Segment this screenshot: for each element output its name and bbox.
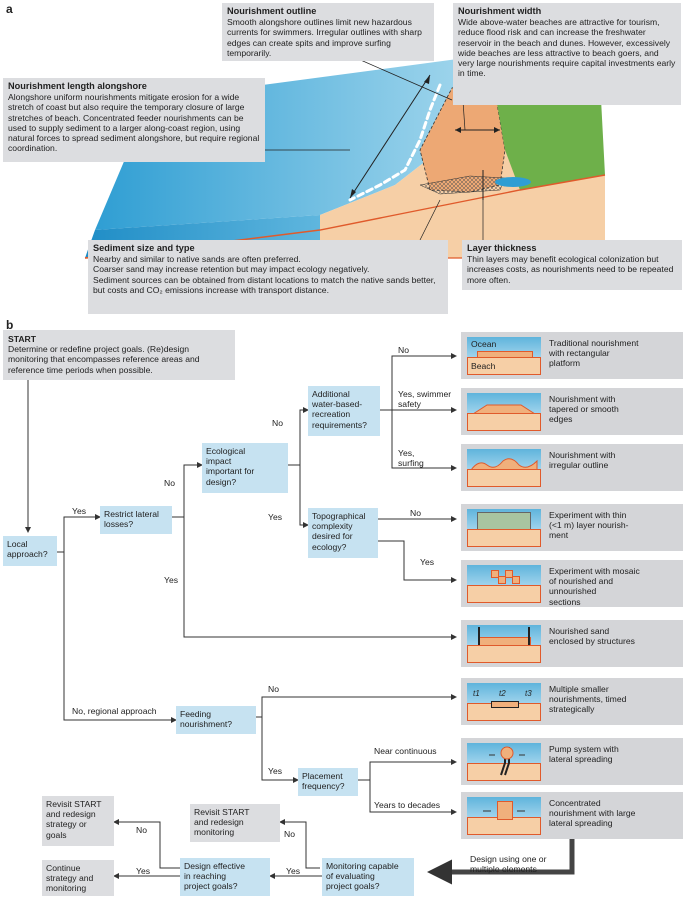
edge-label: Yes [72, 506, 87, 516]
thumb-irregular [467, 449, 541, 487]
thumb-pump [467, 743, 541, 781]
edge-label: Yes [136, 866, 151, 876]
outcome-irregular: Nourishment with irregular outline [461, 444, 683, 491]
design-feedback-arrow [427, 838, 575, 885]
thumb-ocean-label: Ocean [471, 339, 497, 349]
edge-label: No [284, 829, 295, 839]
callout-title: Nourishment outline [227, 6, 317, 16]
callout-body: Alongshore uniform nourishments mitigate… [8, 92, 260, 154]
edge-label: Near continuous [374, 746, 437, 756]
thumb-t3: t3 [525, 689, 532, 698]
start-body: Determine or redefine project goals. (Re… [8, 344, 200, 375]
callout-title: Layer thickness [467, 243, 537, 253]
callout-title: Nourishment width [458, 6, 542, 16]
edge-label: No [410, 508, 421, 518]
outcome-thin-layer: Experiment with thin (<1 m) layer nouris… [461, 504, 683, 551]
callout-body: Thin layers may benefit ecological colon… [467, 254, 674, 285]
node-topographical-complexity: Topographical complexity desired for eco… [308, 508, 378, 558]
edge-label: Yes [420, 557, 435, 567]
edge-label-design-using: Design using one or multiple elements [470, 854, 547, 875]
node-ecological-impact: Ecological impact important for design? [202, 443, 288, 493]
outcome-concentrated: Concentrated nourishment with large late… [461, 792, 683, 839]
outcome-label: Pump system with lateral spreading [549, 744, 619, 765]
edge-label: Yes [164, 575, 179, 585]
thumb-traditional: Ocean Beach [467, 337, 541, 375]
callout-body: Nearby and similar to native sands are o… [93, 254, 436, 295]
node-feeding-nourishment: Feeding nourishment? [176, 706, 256, 734]
node-restrict-lateral-losses: Restrict lateral losses? [100, 506, 172, 534]
outcome-label: Concentrated nourishment with large late… [549, 798, 636, 829]
node-local-approach: Local approach? [3, 536, 57, 566]
outcome-label: Experiment with mosaic of nourished and … [549, 566, 640, 607]
outcome-label: Experiment with thin (<1 m) layer nouris… [549, 510, 629, 541]
edge-label: Yes, swimmer safety [398, 389, 452, 410]
edge-label: No, regional approach [72, 706, 157, 716]
start-title: START [8, 334, 37, 344]
panel-b-label: b [6, 318, 14, 332]
callout-layer-thickness: Layer thickness Thin layers may benefit … [462, 240, 682, 290]
node-monitoring-capable: Monitoring capable of evaluating project… [322, 858, 414, 896]
revisit-redesign-strategy: Revisit START and redesign strategy or g… [42, 796, 114, 846]
thumb-concentrated [467, 797, 541, 835]
length-arrow [349, 74, 431, 199]
callout-nourishment-outline: Nourishment outline Smooth alongshore ou… [222, 3, 434, 61]
callout-nourishment-width: Nourishment width Wide above-water beach… [453, 3, 681, 105]
callout-sediment-size: Sediment size and type Nearby and simila… [88, 240, 448, 314]
outcome-traditional: Ocean Beach Traditional nourishment with… [461, 332, 683, 379]
outcome-enclosed: Nourished sand enclosed by structures [461, 620, 683, 667]
thumb-t2: t2 [499, 689, 506, 698]
callout-title: Nourishment length alongshore [8, 81, 147, 91]
edge-label: Yes [268, 512, 283, 522]
thumb-beach-label: Beach [471, 361, 496, 371]
edge-label: No [272, 418, 283, 428]
lagoon [495, 177, 531, 187]
continue-strategy: Continue strategy and monitoring [42, 860, 114, 896]
callout-body: Wide above-water beaches are attractive … [458, 17, 676, 79]
edge-label: Yes, surfing [398, 448, 424, 469]
edge-label: No [268, 684, 279, 694]
edge-label: Yes [286, 866, 301, 876]
outcome-label: Multiple smaller nourishments, timed str… [549, 684, 627, 715]
thumb-multiple: t1 t2 t3 [467, 683, 541, 721]
sand-front-face [320, 175, 605, 258]
outcome-tapered: Nourishment with tapered or smooth edges [461, 388, 683, 435]
outcome-label: Nourishment with tapered or smooth edges [549, 394, 619, 425]
node-water-recreation: Additional water-based- recreation requi… [308, 386, 380, 436]
thumb-tapered [467, 393, 541, 431]
revisit-redesign-monitoring: Revisit START and redesign monitoring [190, 804, 280, 842]
outcome-label: Traditional nourishment with rectangular… [549, 338, 639, 369]
surf-line [348, 83, 442, 202]
edge-label: No [136, 825, 147, 835]
callout-title: Sediment size and type [93, 243, 195, 253]
thumb-enclosed [467, 625, 541, 663]
start-box: START Determine or redefine project goal… [3, 330, 235, 380]
thumb-mosaic [467, 565, 541, 603]
callout-nourishment-length: Nourishment length alongshore Alongshore… [3, 78, 265, 162]
callout-body: Smooth alongshore outlines limit new haz… [227, 17, 422, 58]
edge-label: No [164, 478, 175, 488]
edge-label: Years to decades [374, 800, 441, 810]
outcome-multiple-smaller: t1 t2 t3 Multiple smaller nourishments, … [461, 678, 683, 725]
node-design-effective: Design effective in reaching project goa… [180, 858, 270, 896]
panel-a-label: a [6, 2, 13, 16]
nourishment-body [419, 83, 506, 193]
node-placement-frequency: Placement frequency? [298, 768, 358, 796]
outcome-pump: Pump system with lateral spreading [461, 738, 683, 785]
edge-label: Yes [268, 766, 283, 776]
thumb-t1: t1 [473, 689, 480, 698]
edge-label: No [398, 345, 409, 355]
outcome-mosaic: Experiment with mosaic of nourished and … [461, 560, 683, 607]
outcome-label: Nourishment with irregular outline [549, 450, 616, 471]
outcome-label: Nourished sand enclosed by structures [549, 626, 635, 647]
thumb-thin-layer [467, 509, 541, 547]
